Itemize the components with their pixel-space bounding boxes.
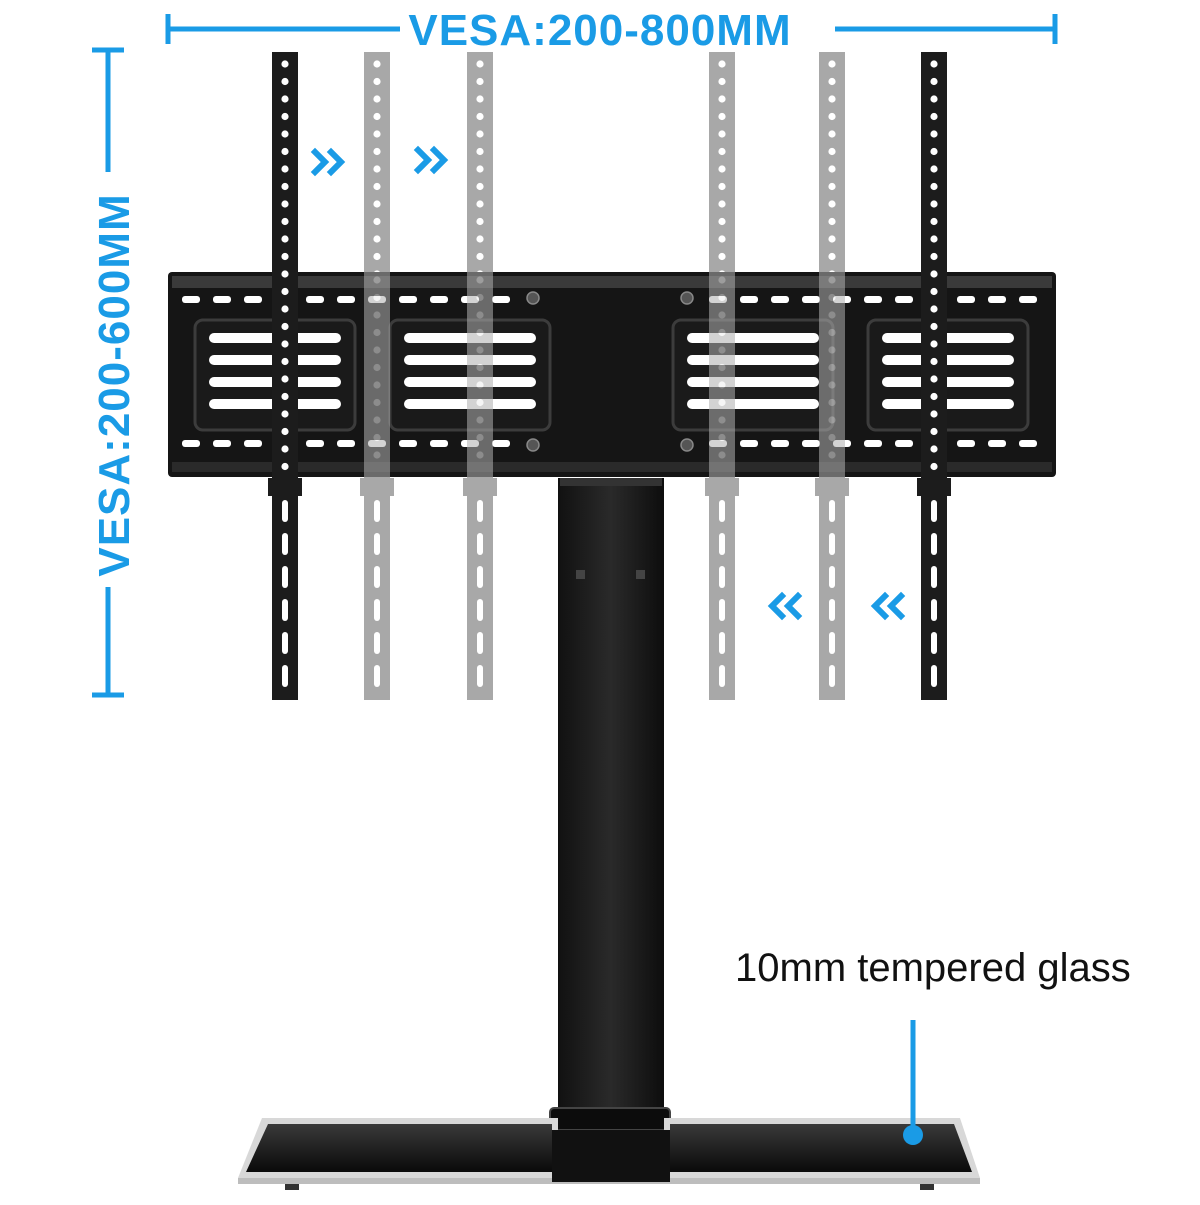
vertical-vesa-label: VESA:200-600MM (90, 193, 139, 577)
glass-base (238, 1118, 980, 1190)
double-chevron-right-icon (413, 145, 449, 175)
horizontal-vesa-label: VESA:200-800MM (408, 6, 792, 55)
ghost-arm-overlay-1 (364, 272, 390, 477)
tempered-glass-label: 10mm tempered glass (735, 946, 1131, 990)
double-chevron-left-icon (767, 591, 803, 621)
dark-arm-1 (268, 52, 302, 700)
pole-collar (549, 1107, 671, 1131)
plate-window-3 (671, 318, 835, 432)
ghost-arm-overlay-2 (467, 272, 493, 477)
plate-window-4 (866, 318, 1030, 432)
double-chevron-left-icon (870, 591, 906, 621)
ghost-arm-overlay-4 (819, 272, 845, 477)
callout-dot (903, 1125, 923, 1145)
plate-screws (526, 291, 694, 452)
ghost-arm-overlay-3 (709, 272, 735, 477)
horizontal-dimension (165, 14, 1058, 44)
double-chevron-right-icon (310, 147, 346, 177)
pole-hole-left (576, 570, 585, 579)
dark-arms (268, 52, 951, 700)
dark-arm-2 (917, 52, 951, 700)
ghost-arms-front (364, 272, 845, 477)
pole-hole-right (636, 570, 645, 579)
glass-callout (903, 1020, 923, 1145)
vertical-dimension (92, 47, 124, 698)
stand-pole (549, 478, 671, 1131)
